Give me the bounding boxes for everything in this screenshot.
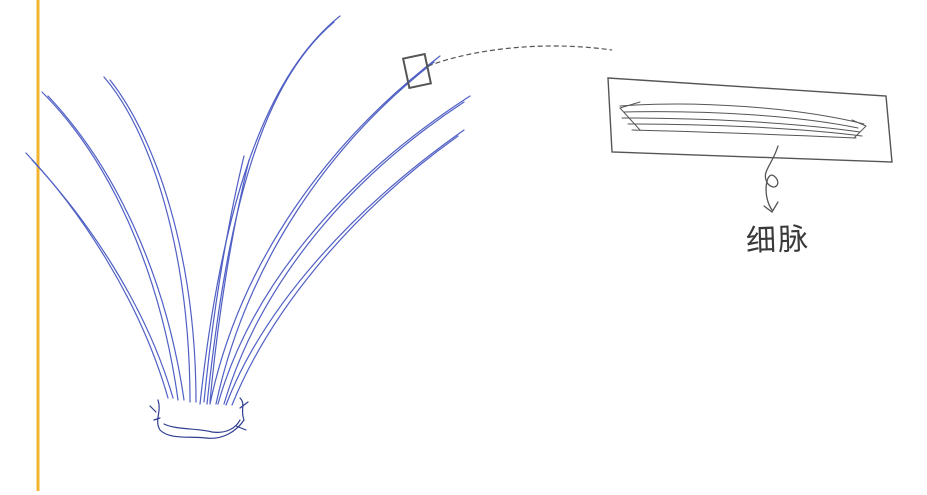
leaf-right-3 bbox=[226, 130, 464, 405]
leaf-cluster bbox=[26, 16, 470, 405]
connector-line bbox=[428, 46, 612, 66]
detail-selection-box bbox=[403, 54, 431, 88]
annotation-arrow bbox=[764, 146, 778, 212]
fine-veins bbox=[620, 102, 866, 138]
leaf-left-2 bbox=[42, 92, 184, 400]
fine-vein-label: 细脉 bbox=[745, 225, 810, 257]
plant-base bbox=[150, 398, 248, 438]
leaf-center-right bbox=[210, 56, 440, 404]
magnified-frame bbox=[608, 78, 892, 162]
magnified-detail bbox=[608, 78, 892, 162]
leaf-far-left bbox=[26, 153, 173, 398]
leaf-center-tall bbox=[200, 16, 340, 404]
leaf-left-3 bbox=[104, 77, 196, 402]
